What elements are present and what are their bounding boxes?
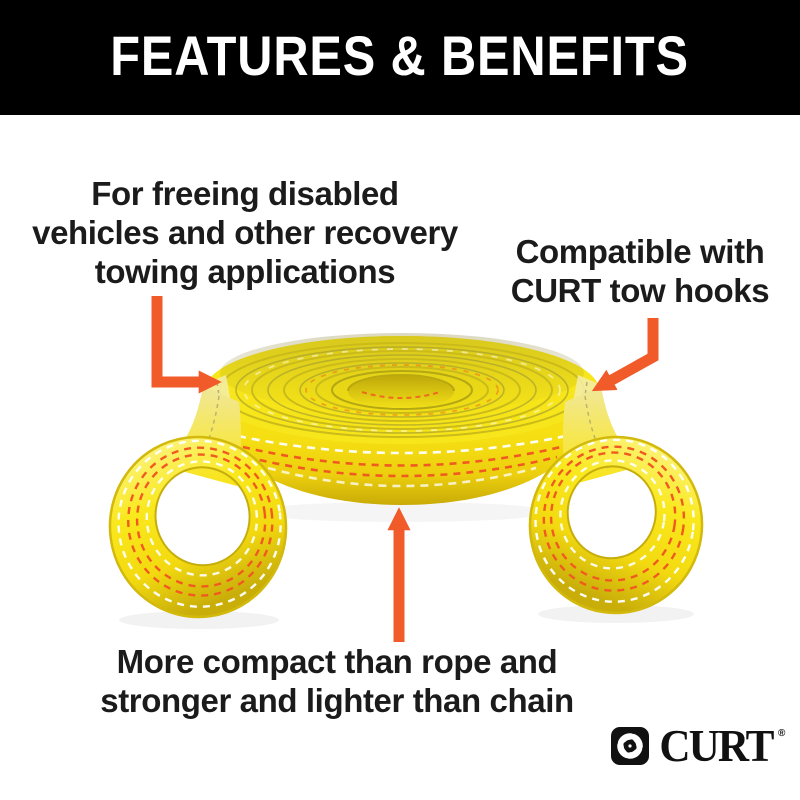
callout-line: vehicles and other recovery [32,214,458,251]
registered-trademark-icon: ® [777,728,786,739]
curt-wordmark: CURT [659,721,774,771]
callout-line: CURT tow hooks [510,272,770,309]
banner-title: FEATURES & BENEFITS [110,24,690,87]
callout-recovery-towing: For freeing disabled vehicles and other … [20,174,470,291]
callout-tow-hook-compatible: Compatible with CURT tow hooks [500,232,780,310]
curt-logo: CURT ® [610,721,786,771]
arrow-right-callout-icon [591,318,659,392]
callout-line: stronger and lighter than chain [100,682,574,719]
callout-line: towing applications [94,253,396,290]
strap-coil [205,333,599,505]
callout-compact-strong: More compact than rope and stronger and … [97,642,577,720]
curt-pinwheel-icon [611,727,649,765]
callout-line: For freeing disabled [91,175,399,212]
callout-line: Compatible with [515,233,765,270]
banner: FEATURES & BENEFITS [0,0,800,115]
arrow-left-callout-icon [151,296,222,394]
strap-loop-left [108,435,288,619]
callout-line: More compact than rope and [116,643,558,680]
strap-loop-right [528,435,704,615]
